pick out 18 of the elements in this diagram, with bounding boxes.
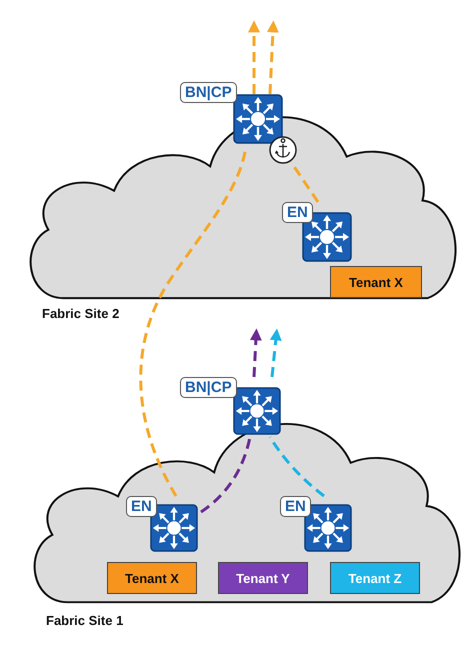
dashed-arrow (250, 328, 262, 378)
dashed-line (268, 436, 325, 498)
site-label: Fabric Site 1 (46, 613, 124, 628)
dashed-arrow (270, 328, 282, 378)
tenant-box: Tenant Z (330, 562, 420, 594)
dashed-line (200, 436, 252, 514)
role-label: EN (280, 496, 311, 517)
dashed-arrow (248, 20, 260, 94)
role-label: EN (282, 202, 313, 223)
tenant-box: Tenant X (107, 562, 197, 594)
site-label: Fabric Site 2 (42, 306, 120, 321)
role-label: EN (126, 496, 157, 517)
tenant-box: Tenant Y (218, 562, 308, 594)
tenant-box: Tenant X (330, 266, 422, 298)
role-label: BN|CP (180, 82, 237, 103)
dashed-line (290, 161, 320, 203)
dashed-arrow (266, 20, 279, 94)
role-label: BN|CP (180, 377, 237, 398)
